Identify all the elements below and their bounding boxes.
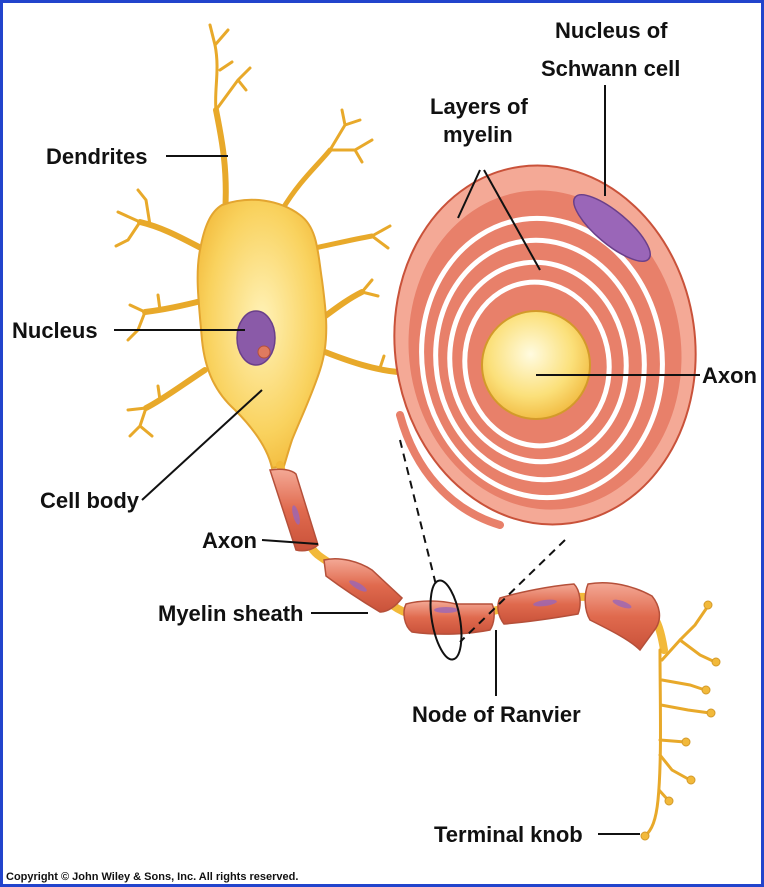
label-axon-cross-section: Axon — [702, 363, 757, 388]
terminal-branches — [645, 606, 715, 836]
label-layers-of-myelin-1: Layers of — [430, 94, 528, 119]
label-nucleus-schwann-2: Schwann cell — [541, 56, 680, 81]
copyright-notice: Copyright © John Wiley & Sons, Inc. All … — [6, 871, 298, 883]
label-axon-main: Axon — [202, 528, 257, 553]
label-terminal-knob: Terminal knob — [434, 822, 583, 847]
axon-core-shape — [482, 311, 590, 419]
nucleus-shape — [237, 311, 275, 365]
label-nucleus-schwann-1: Nucleus of — [555, 18, 668, 43]
label-myelin-sheath: Myelin sheath — [158, 601, 303, 626]
label-cell-body: Cell body — [40, 488, 140, 513]
label-node-of-ranvier: Node of Ranvier — [412, 702, 581, 727]
terminal-knobs — [641, 601, 720, 840]
myelin-cross-section — [371, 146, 718, 544]
label-nucleus: Nucleus — [12, 318, 98, 343]
label-layers-of-myelin-2: myelin — [443, 122, 513, 147]
label-dendrites: Dendrites — [46, 144, 147, 169]
nucleolus-shape — [258, 346, 270, 358]
